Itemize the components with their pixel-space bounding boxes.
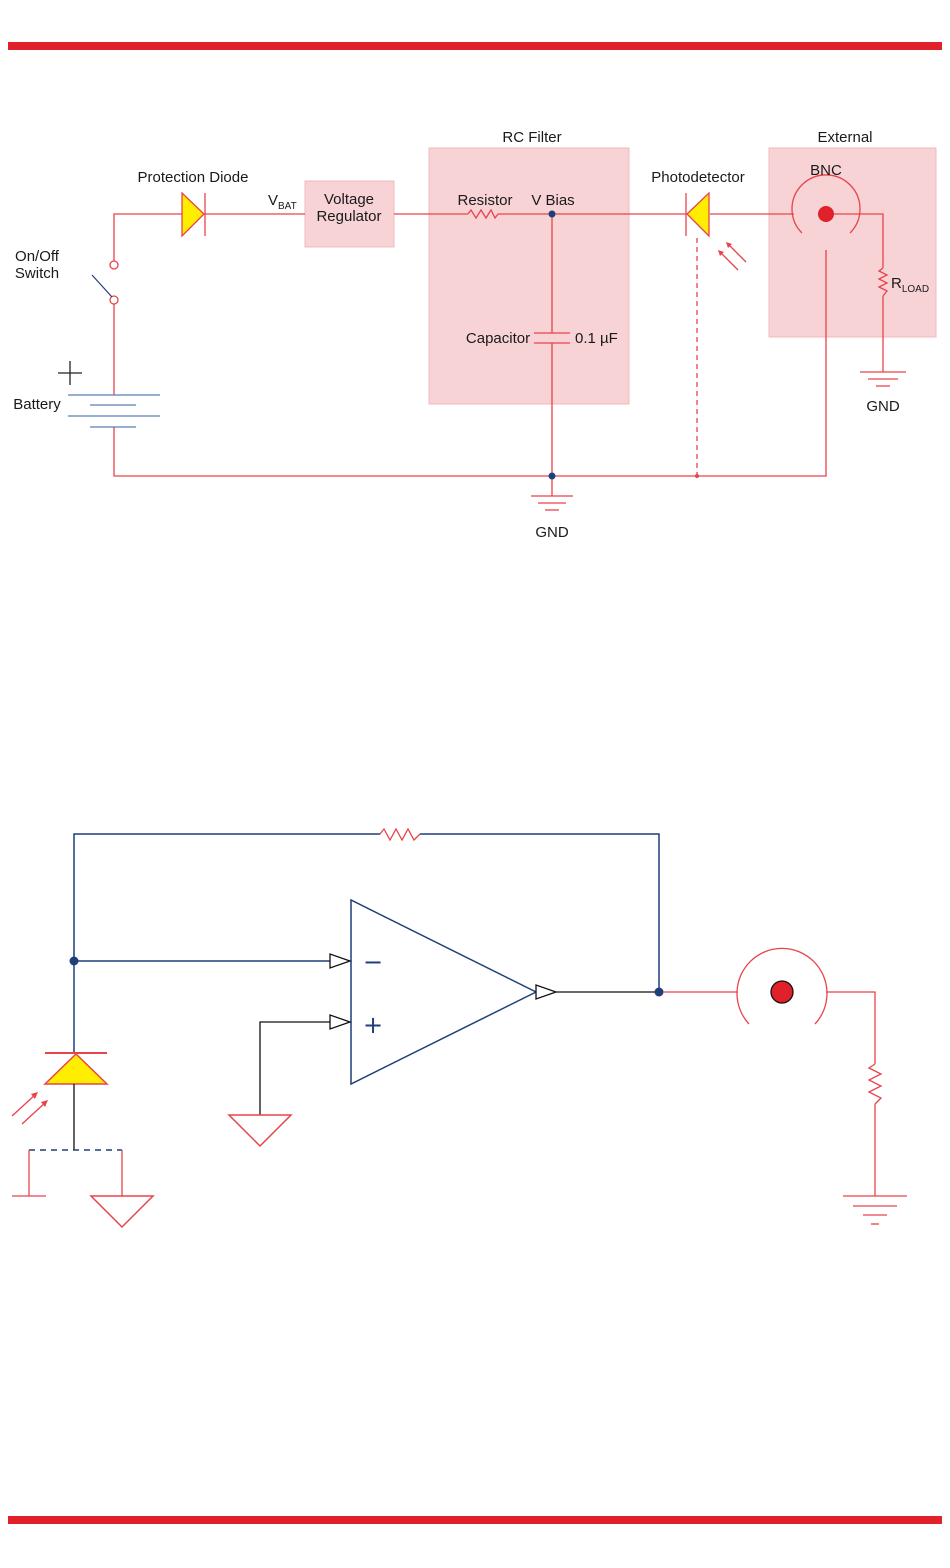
capacitor-label: Capacitor: [466, 330, 530, 347]
ground-triangle-photodiode: [91, 1196, 153, 1227]
output-node: [655, 988, 664, 997]
v-bias-label: V Bias: [531, 192, 574, 209]
bnc-connector-2: [737, 948, 827, 1024]
op-amp-minus: −: [363, 948, 383, 976]
ground-symbol-main: [531, 496, 573, 510]
input-node: [70, 957, 79, 966]
op-amp-triangle: [351, 900, 536, 1084]
protection-diode: [182, 193, 205, 236]
ground-symbol-external: [860, 372, 906, 386]
vbat-label: VBAT: [268, 192, 297, 212]
ground-triangle-opamp: [229, 1115, 291, 1146]
photodetector-label: Photodetector: [651, 169, 744, 186]
v-bias-node: [549, 211, 556, 218]
inverting-input-arrow: [330, 954, 350, 968]
output-arrow: [536, 985, 556, 999]
transimpedance-amplifier-diagram: − +: [12, 829, 907, 1227]
ground-symbol-load: [843, 1196, 907, 1224]
switch-label-line2: Switch: [15, 265, 59, 282]
ground-node: [549, 473, 556, 480]
bnc-label: BNC: [810, 162, 842, 179]
bottom-accent-bar: [8, 1516, 942, 1524]
vbat-main: V: [268, 192, 278, 209]
resistor-label: Resistor: [457, 192, 512, 209]
bias-circuit-diagram: RC Filter External On/Off: [13, 129, 936, 541]
voltage-regulator-label-line2: Regulator: [316, 208, 381, 225]
switch-label-line1: On/Off: [15, 248, 60, 265]
bnc-to-load-wire: [826, 992, 875, 1064]
voltage-regulator-label-line1: Voltage: [324, 191, 374, 208]
protection-diode-label: Protection Diode: [138, 169, 249, 186]
photodetector-diode: [686, 193, 746, 478]
photodiode: [12, 1053, 107, 1150]
non-inverting-input-arrow: [330, 1015, 350, 1029]
op-amp-plus: +: [363, 1011, 383, 1039]
rload-sub: LOAD: [902, 284, 929, 295]
feedback-resistor-symbol: [380, 829, 420, 840]
rc-filter-block: [429, 148, 629, 404]
non-inverting-wire: [260, 1022, 330, 1115]
battery-symbol: [58, 361, 160, 427]
rload-main: R: [891, 275, 902, 292]
gnd-external-label: GND: [866, 398, 900, 415]
gnd-main-label: GND: [535, 524, 569, 541]
capacitor-value: 0.1 µF: [575, 330, 618, 347]
battery-label: Battery: [13, 396, 61, 413]
rc-filter-label: RC Filter: [502, 129, 561, 146]
load-resistor-symbol: [869, 1064, 881, 1104]
vbat-sub: BAT: [278, 201, 297, 212]
external-block: [769, 148, 936, 337]
on-off-switch: [92, 261, 118, 304]
external-label: External: [817, 129, 872, 146]
